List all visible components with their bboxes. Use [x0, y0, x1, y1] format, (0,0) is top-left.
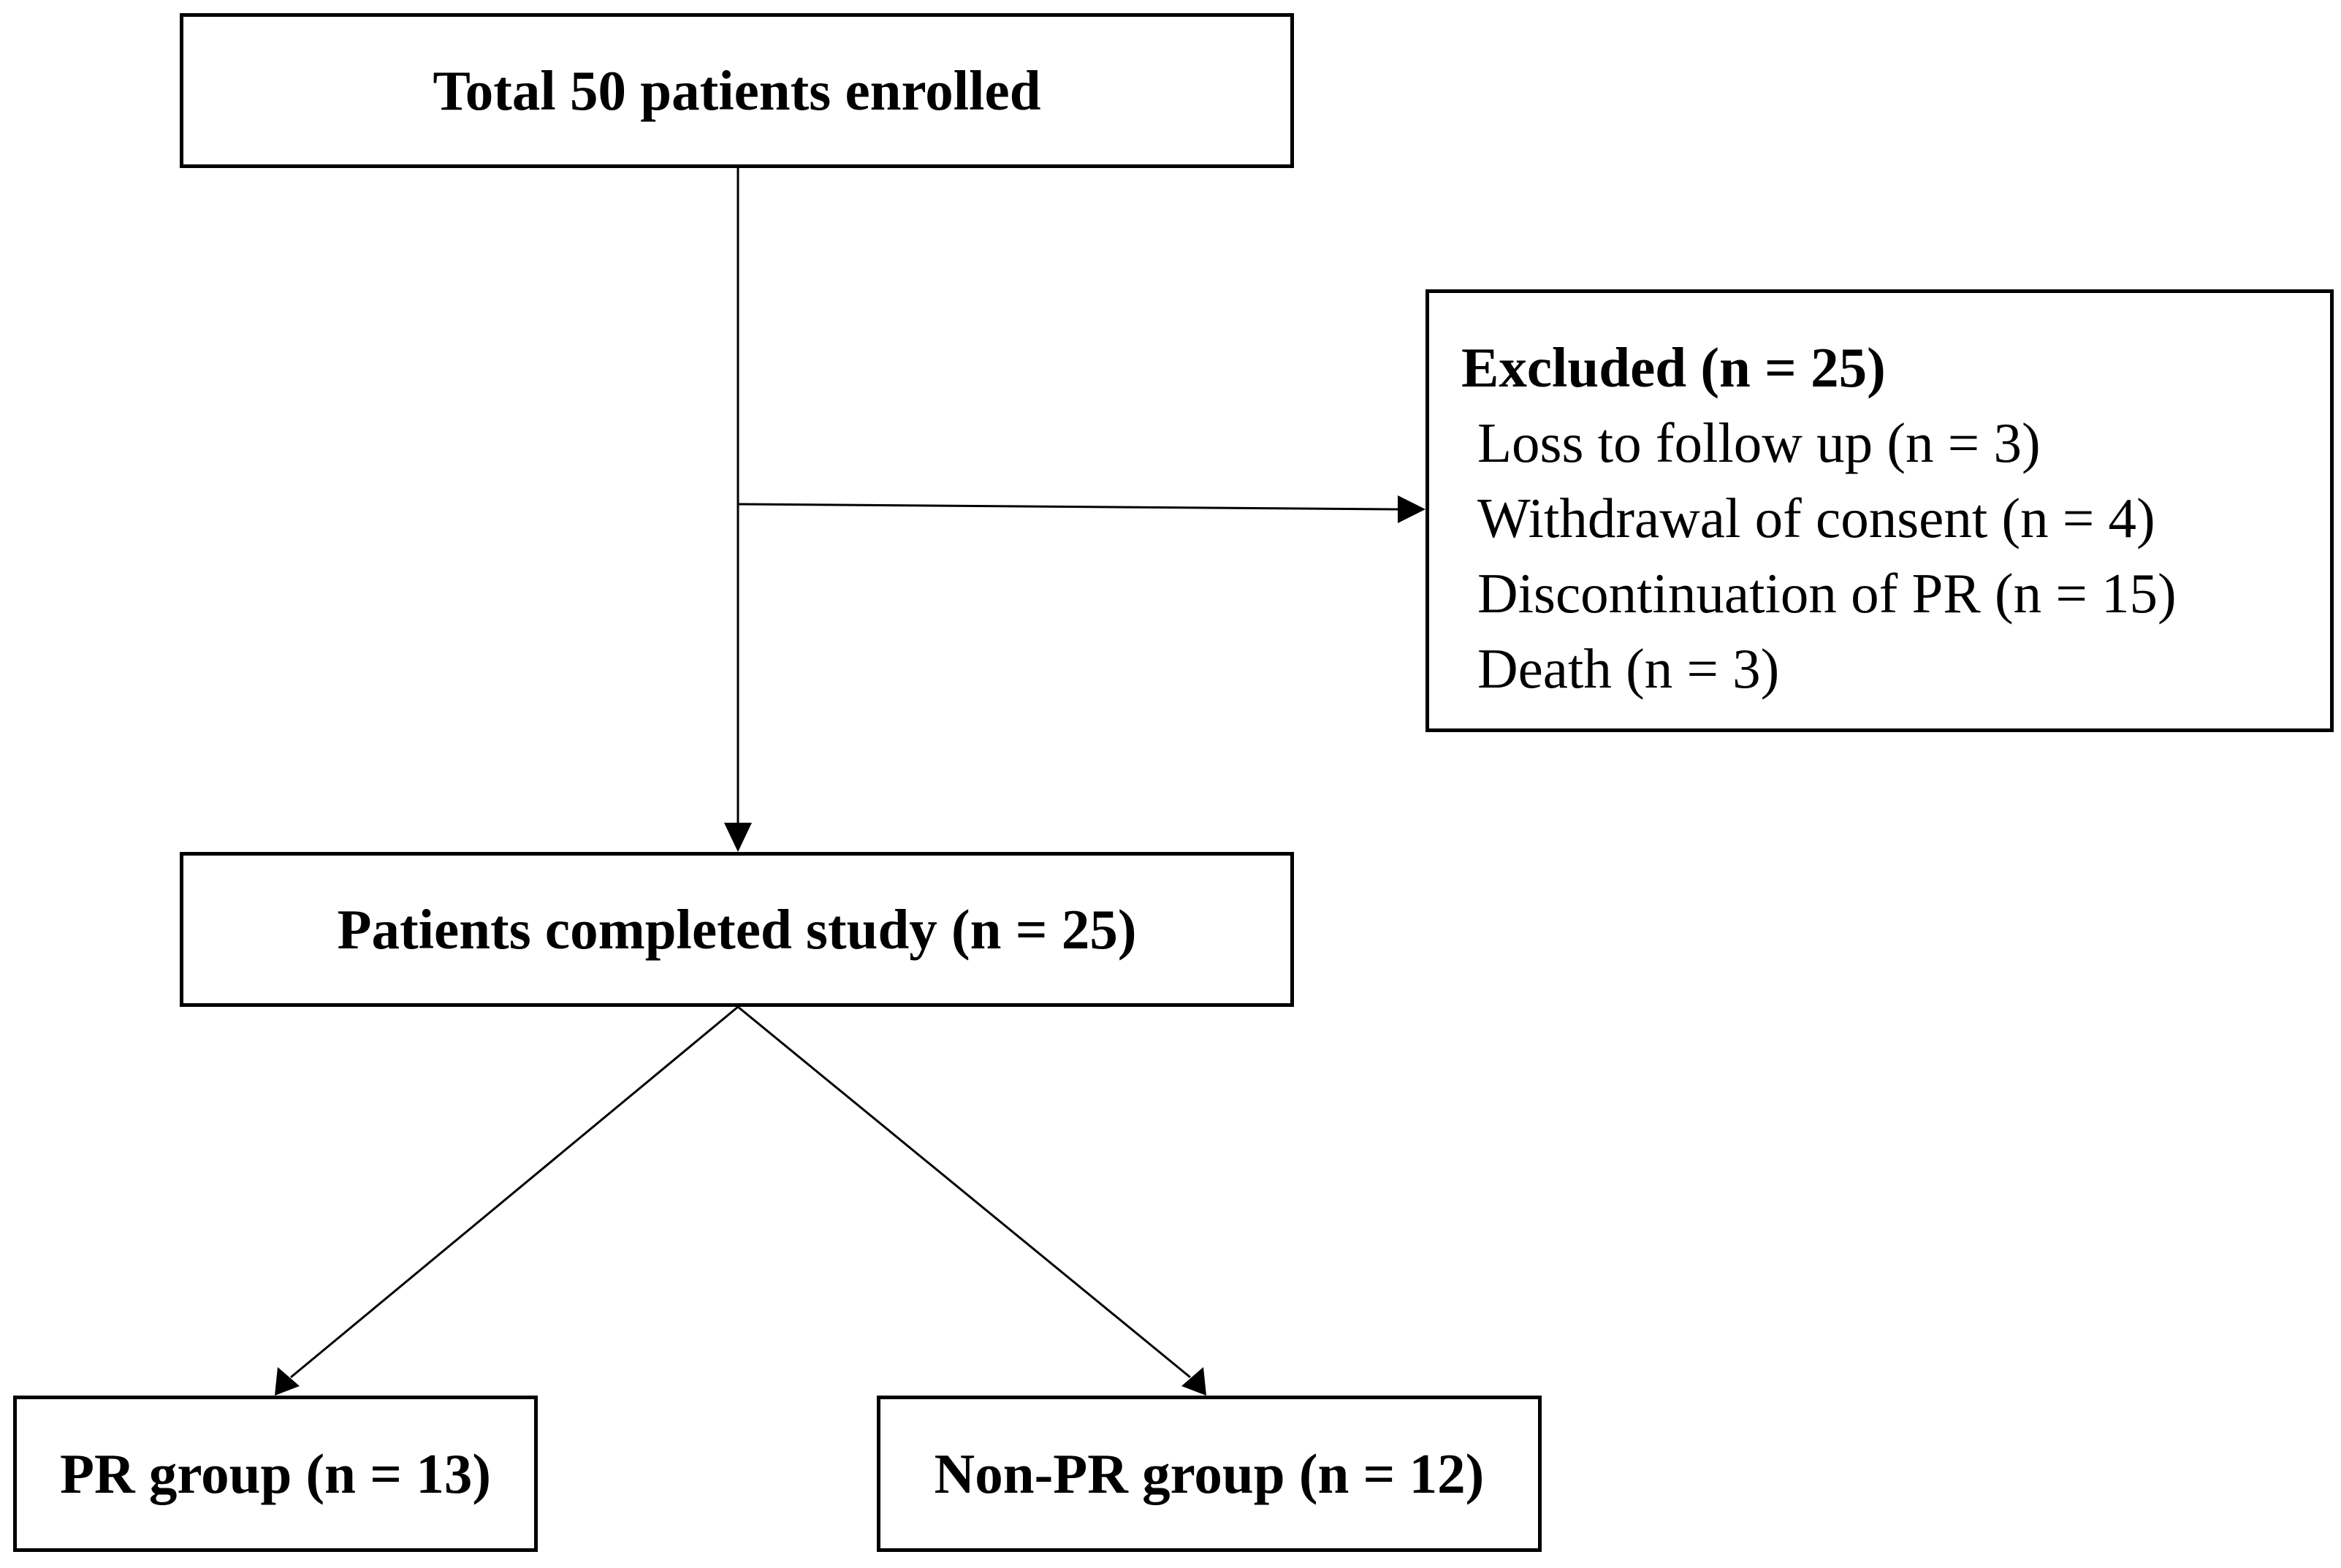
completed-box: Patients completed study (n = 25): [180, 852, 1294, 1007]
completed-to-nonpr-line: [737, 1005, 1191, 1379]
pr-group-label: PR group (n = 13): [59, 1442, 492, 1505]
completed-to-pr-line: [290, 1005, 739, 1379]
completed-arrowhead: [724, 823, 752, 852]
exclusion-reasons-list: Loss to follow up (n = 3) Withdrawal of …: [1461, 406, 2330, 707]
excluded-title: Excluded (n = 25): [1461, 336, 1886, 399]
non-pr-group-box: Non-PR group (n = 12): [877, 1396, 1542, 1552]
exclusion-reason-discontinuation-of-pr: Discontinuation of PR (n = 15): [1477, 562, 2177, 625]
pr-arrowhead: [275, 1367, 300, 1396]
excluded-arrowhead: [1398, 495, 1425, 523]
excluded-box: Excluded (n = 25) Loss to follow up (n =…: [1425, 289, 2334, 732]
exclusion-reason-death: Death (n = 3): [1477, 637, 1780, 700]
exclusion-reason-loss-to-follow-up: Loss to follow up (n = 3): [1477, 411, 2041, 474]
non-pr-group-label: Non-PR group (n = 12): [934, 1442, 1485, 1505]
pr-group-box: PR group (n = 13): [13, 1396, 538, 1552]
exclusion-reason-withdrawal-of-consent: Withdrawal of consent (n = 4): [1477, 487, 2155, 549]
enrolled-label: Total 50 patients enrolled: [433, 58, 1041, 122]
nonpr-arrowhead: [1181, 1367, 1206, 1396]
completed-label: Patients completed study (n = 25): [337, 897, 1137, 961]
branch-to-excluded-line: [737, 503, 1398, 511]
enrolled-box: Total 50 patients enrolled: [180, 13, 1294, 168]
